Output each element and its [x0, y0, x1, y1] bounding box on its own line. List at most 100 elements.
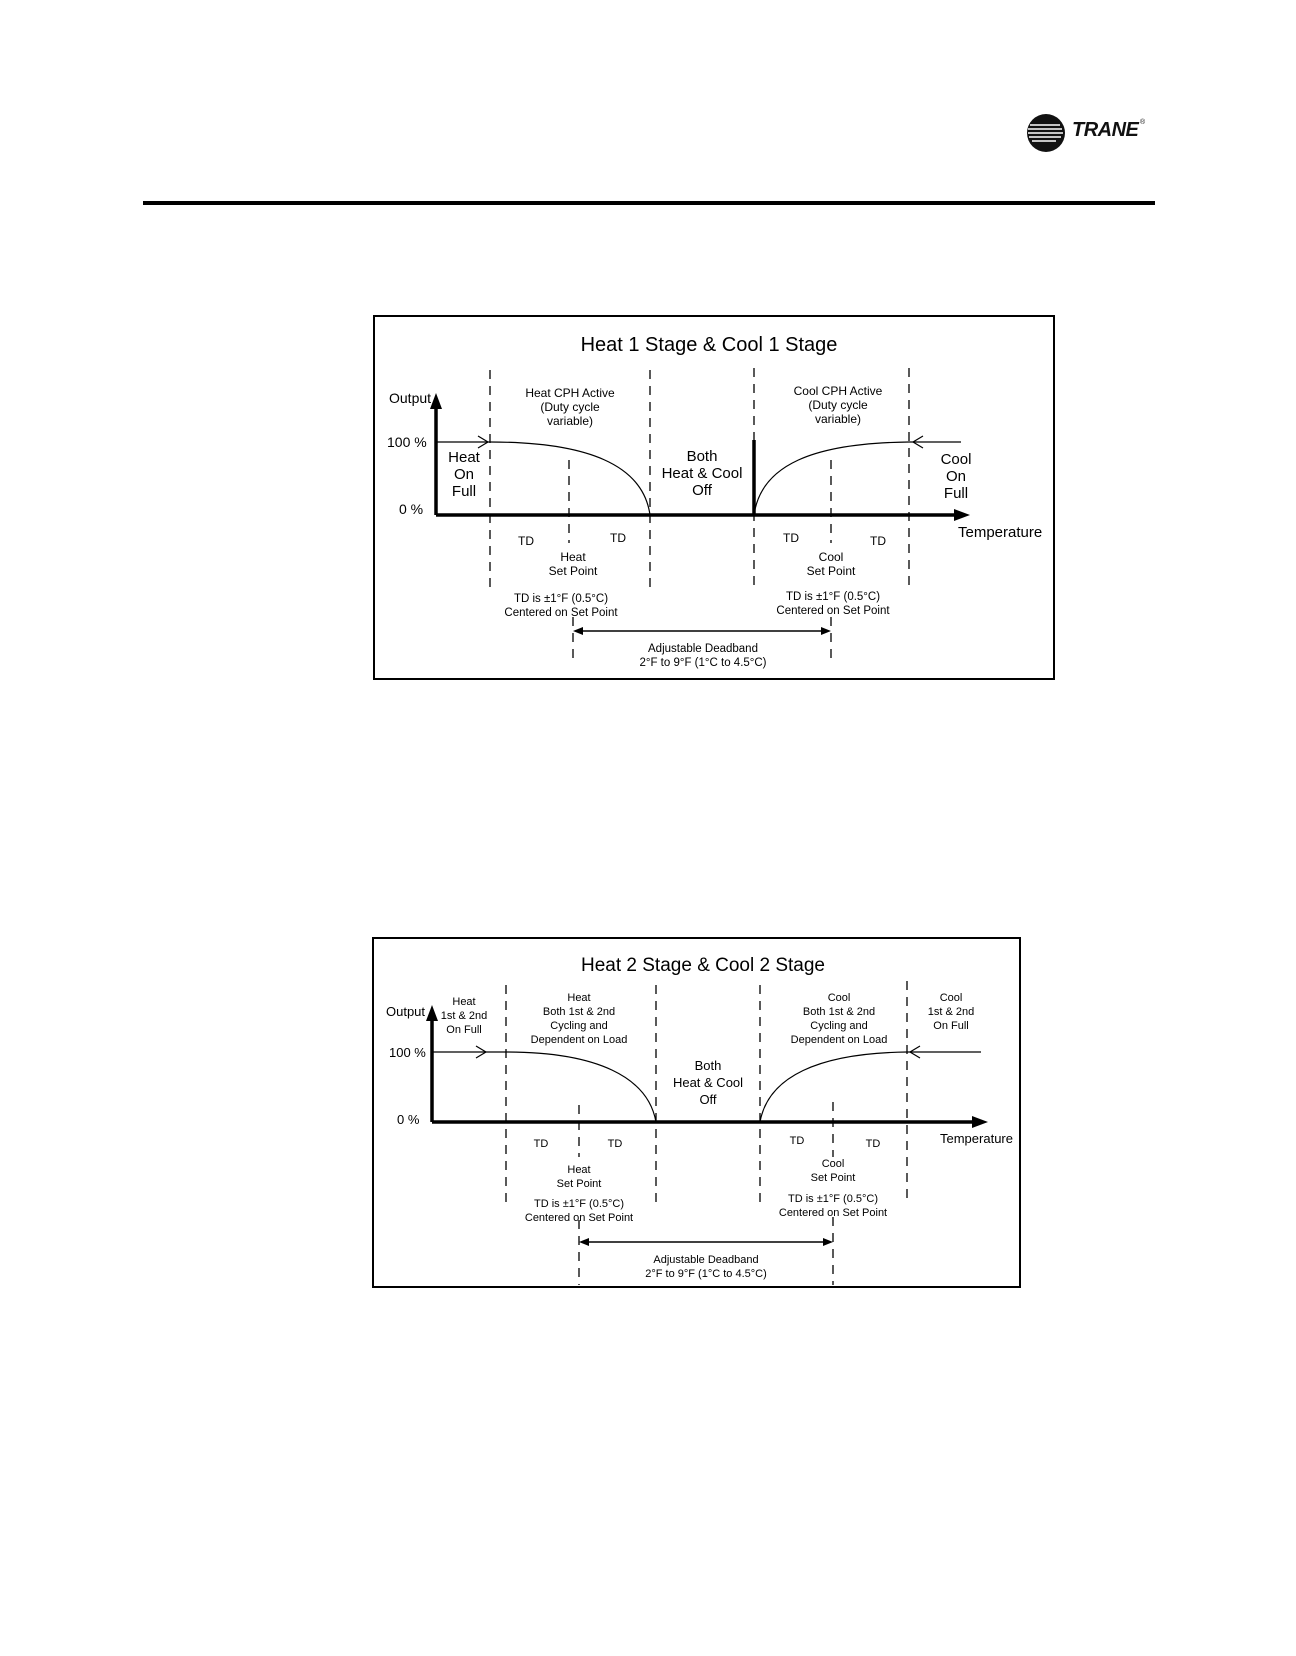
svg-text:Off: Off: [699, 1092, 716, 1107]
td-labels: TD TD TD TD: [534, 1135, 881, 1150]
y-axis-label: Output: [389, 390, 431, 406]
svg-text:2°F to 9°F (1°C to 4.5°C): 2°F to 9°F (1°C to 4.5°C): [645, 1268, 767, 1280]
svg-text:variable): variable): [815, 412, 861, 426]
svg-text:Centered on Set Point: Centered on Set Point: [779, 1207, 887, 1219]
svg-text:Off: Off: [692, 482, 713, 499]
svg-text:2°F to 9°F (1°C to 4.5°C): 2°F to 9°F (1°C to 4.5°C): [639, 657, 766, 669]
svg-text:1st & 2nd: 1st & 2nd: [441, 1010, 487, 1022]
svg-text:TD: TD: [610, 531, 626, 545]
y-100-label: 100 %: [387, 434, 427, 450]
deadband-left-arrow: [579, 1238, 589, 1246]
svg-text:TD is ±1°F (0.5°C): TD is ±1°F (0.5°C): [786, 591, 880, 603]
svg-text:Heat: Heat: [567, 1164, 590, 1176]
cool-td-note: TD is ±1°F (0.5°C) Centered on Set Point: [776, 591, 890, 617]
cool-cycling-label: Cool Both 1st & 2nd Cycling and Dependen…: [791, 992, 888, 1046]
svg-text:TD: TD: [870, 534, 886, 548]
svg-text:Both 1st & 2nd: Both 1st & 2nd: [543, 1006, 615, 1018]
diagram-heat2-cool2: Heat 2 Stage & Cool 2 Stage Output 100 %…: [372, 937, 1022, 1289]
svg-text:TD is ±1°F (0.5°C): TD is ±1°F (0.5°C): [534, 1198, 624, 1210]
svg-text:Cool: Cool: [822, 1158, 845, 1170]
svg-text:Dependent on Load: Dependent on Load: [791, 1034, 888, 1046]
brand-name: TRANE: [1072, 119, 1139, 141]
svg-text:Heat: Heat: [560, 550, 586, 564]
y-axis-label: Output: [386, 1004, 425, 1019]
output-curves: [432, 1045, 981, 1123]
deadband-right-arrow: [821, 627, 831, 635]
diagram-title: Heat 1 Stage & Cool 1 Stage: [581, 334, 838, 356]
svg-text:Full: Full: [944, 485, 968, 502]
x-axis-arrow: [972, 1116, 988, 1128]
y-axis-arrow: [430, 393, 442, 409]
svg-text:Cycling and: Cycling and: [550, 1020, 607, 1032]
region-divider-lines: [489, 368, 910, 665]
svg-text:Cool CPH Active: Cool CPH Active: [794, 384, 883, 398]
svg-text:Cool: Cool: [828, 992, 851, 1004]
svg-text:TD is ±1°F (0.5°C): TD is ±1°F (0.5°C): [514, 593, 608, 605]
svg-text:On: On: [454, 466, 474, 483]
output-curves: [436, 435, 961, 516]
svg-text:Cool: Cool: [819, 550, 844, 564]
header-rule: [143, 201, 1155, 205]
svg-text:Full: Full: [452, 483, 476, 500]
svg-text:TD: TD: [783, 531, 799, 545]
svg-text:Adjustable Deadband: Adjustable Deadband: [653, 1254, 758, 1266]
svg-text:Set Point: Set Point: [549, 564, 598, 578]
svg-text:Centered on Set Point: Centered on Set Point: [525, 1212, 633, 1224]
svg-text:Set Point: Set Point: [811, 1172, 856, 1184]
svg-text:On Full: On Full: [933, 1020, 968, 1032]
x-axis-label: Temperature: [958, 524, 1042, 541]
cool-td-note: TD is ±1°F (0.5°C) Centered on Set Point: [779, 1193, 887, 1219]
y-axis-arrow: [426, 1005, 438, 1021]
heat-cycling-label: Heat Both 1st & 2nd Cycling and Dependen…: [531, 992, 628, 1046]
svg-text:Both: Both: [687, 448, 718, 465]
svg-text:1st & 2nd: 1st & 2nd: [928, 1006, 974, 1018]
heat-on-full-label: Heat 1st & 2nd On Full: [441, 996, 487, 1036]
registered-mark: ®: [1140, 119, 1146, 126]
svg-text:Cool: Cool: [941, 451, 972, 468]
svg-text:Both 1st & 2nd: Both 1st & 2nd: [803, 1006, 875, 1018]
svg-text:Heat CPH Active: Heat CPH Active: [525, 386, 615, 400]
deadband-left-arrow: [573, 627, 583, 635]
heat-on-full-label: Heat On Full: [448, 449, 481, 500]
svg-text:TD: TD: [518, 534, 534, 548]
svg-text:TD: TD: [608, 1138, 623, 1150]
svg-text:Heat & Cool: Heat & Cool: [673, 1075, 743, 1090]
diagram-frame: [373, 315, 1055, 680]
region-divider-lines: [505, 981, 908, 1285]
svg-text:Heat: Heat: [448, 449, 481, 466]
y-0-label: 0 %: [399, 501, 423, 517]
svg-text:(Duty cycle: (Duty cycle: [808, 398, 868, 412]
trane-logo: TRANE ®: [1026, 113, 1146, 153]
diagram-frame: [372, 937, 1021, 1288]
heat-td-note: TD is ±1°F (0.5°C) Centered on Set Point: [504, 593, 618, 619]
svg-text:Centered on Set Point: Centered on Set Point: [504, 607, 618, 619]
trane-logo-icon: [1027, 114, 1065, 152]
svg-text:TD: TD: [866, 1138, 881, 1150]
deadband-right-arrow: [823, 1238, 833, 1246]
svg-text:Heat: Heat: [452, 996, 475, 1008]
svg-text:TD: TD: [790, 1135, 805, 1147]
td-labels: TD TD TD TD: [518, 531, 886, 548]
svg-text:TD: TD: [534, 1138, 549, 1150]
svg-text:Set Point: Set Point: [557, 1178, 602, 1190]
cool-set-point-label: Cool Set Point: [807, 550, 856, 578]
x-axis-label: Temperature: [940, 1131, 1013, 1146]
svg-text:On: On: [946, 468, 966, 485]
cool-cph-active-label: Cool CPH Active (Duty cycle variable): [794, 384, 883, 426]
svg-text:Cool: Cool: [940, 992, 963, 1004]
svg-text:Dependent on Load: Dependent on Load: [531, 1034, 628, 1046]
y-100-label: 100 %: [389, 1045, 426, 1060]
svg-text:On Full: On Full: [446, 1024, 481, 1036]
cool-on-full-label: Cool 1st & 2nd On Full: [928, 992, 974, 1032]
heat-td-note: TD is ±1°F (0.5°C) Centered on Set Point: [525, 1198, 633, 1224]
cool-set-point-label: Cool Set Point: [811, 1158, 856, 1184]
both-off-label: Both Heat & Cool Off: [662, 448, 743, 499]
svg-text:(Duty cycle: (Duty cycle: [540, 400, 600, 414]
heat-cph-active-label: Heat CPH Active (Duty cycle variable): [525, 386, 615, 428]
svg-text:TD is ±1°F (0.5°C): TD is ±1°F (0.5°C): [788, 1193, 878, 1205]
heat-set-point-label: Heat Set Point: [557, 1164, 602, 1190]
x-axis-arrow: [954, 509, 970, 521]
svg-text:Heat & Cool: Heat & Cool: [662, 465, 743, 482]
diagram-heat1-cool1: Heat 1 Stage & Cool 1 Stage Output 100 %…: [373, 315, 1056, 681]
heat-set-point-label: Heat Set Point: [549, 550, 598, 578]
